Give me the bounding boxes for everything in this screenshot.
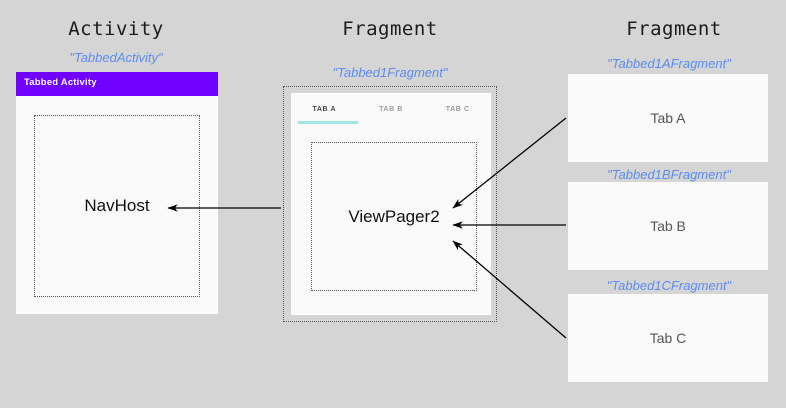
tab-c-fragment-card: Tab C xyxy=(568,294,768,382)
tab-b[interactable]: TAB B xyxy=(379,105,403,113)
tab-b-fragment-card: Tab B xyxy=(568,182,768,270)
tab-a-fragment-card: Tab A xyxy=(568,74,768,162)
navhost-container: NavHost xyxy=(34,115,200,297)
app-bar-title: Tabbed Activity xyxy=(24,77,97,88)
class-label-tabbed1a-fragment: "Tabbed1AFragment" xyxy=(607,56,731,71)
activity-card: Tabbed Activity NavHost xyxy=(16,72,218,314)
tab-selected-indicator xyxy=(298,121,358,124)
column-title-fragment-tabs: Fragment xyxy=(626,18,722,40)
class-label-tabbed1b-fragment: "Tabbed1BFragment" xyxy=(607,167,731,182)
class-label-tabbed-activity: "TabbedActivity" xyxy=(69,50,163,65)
fragment-card: TAB A TAB B TAB C ViewPager2 xyxy=(291,93,491,315)
tab-c-fragment-label: Tab C xyxy=(649,330,687,346)
class-label-tabbed1-fragment: "Tabbed1Fragment" xyxy=(332,65,448,80)
fragment-boundary: TAB A TAB B TAB C ViewPager2 xyxy=(283,86,497,322)
navhost-label: NavHost xyxy=(84,196,150,215)
viewpager-label: ViewPager2 xyxy=(348,206,440,226)
app-bar: Tabbed Activity xyxy=(16,72,218,96)
tab-c[interactable]: TAB C xyxy=(445,105,470,113)
viewpager-container[interactable]: ViewPager2 xyxy=(311,142,477,291)
class-label-tabbed1c-fragment: "Tabbed1CFragment" xyxy=(606,278,732,293)
column-title-fragment: Fragment xyxy=(342,18,438,40)
tab-a[interactable]: TAB A xyxy=(312,105,337,113)
tab-layout[interactable]: TAB A TAB B TAB C xyxy=(291,93,491,125)
tab-b-fragment-label: Tab B xyxy=(650,218,686,234)
column-title-activity: Activity xyxy=(68,18,164,40)
tab-a-fragment-label: Tab A xyxy=(650,110,686,126)
